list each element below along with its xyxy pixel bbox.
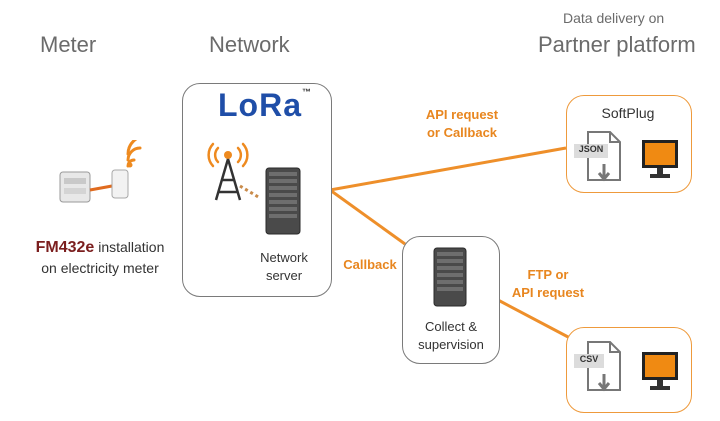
network-column-title: Network	[209, 32, 290, 57]
softplug-title: SoftPlug	[601, 105, 655, 121]
meter-device-icon	[59, 140, 142, 203]
signal-waves-icon	[126, 140, 142, 168]
monitor-icon	[642, 140, 678, 178]
link-collect-csv	[497, 298, 571, 340]
network-server-icon	[265, 167, 301, 235]
json-file-icon	[574, 131, 621, 182]
api-request-label-1: API request	[425, 107, 499, 122]
collect-server-icon	[433, 247, 467, 307]
monitor-icon-csv	[642, 352, 678, 390]
api-request-label-2: or Callback	[426, 125, 498, 140]
device-name: FM432e	[35, 239, 95, 256]
network-server-label-1: Network	[260, 250, 308, 265]
link-network-softplug	[329, 146, 567, 192]
lora-logo-text: LoRa	[218, 87, 302, 123]
link-network-collect	[329, 188, 406, 246]
json-file-label: JSON	[578, 144, 604, 154]
meter-caption: FM432e installation	[10, 239, 190, 257]
ftp-label-2: API request	[511, 285, 585, 300]
csv-file-label: CSV	[579, 354, 599, 364]
antenna-tower-icon	[207, 142, 260, 201]
network-box	[182, 83, 332, 297]
meter-caption-line2: on electricity meter	[41, 260, 159, 276]
lora-logo: LoRa™	[218, 87, 312, 124]
network-server-label-2: server	[265, 268, 303, 283]
csv-file-icon	[574, 341, 621, 392]
meter-caption-line1: installation	[94, 239, 165, 255]
partner-column-title: Partner platform	[538, 32, 696, 57]
collect-label-1: Collect &	[424, 319, 478, 334]
callback-label: Callback	[343, 257, 397, 272]
lora-logo-tm: ™	[302, 87, 312, 97]
partner-column-subtitle: Data delivery on	[563, 10, 665, 26]
ftp-label-1: FTP or	[527, 267, 569, 282]
collect-label-2: supervision	[418, 337, 484, 352]
meter-column-title: Meter	[40, 32, 97, 57]
